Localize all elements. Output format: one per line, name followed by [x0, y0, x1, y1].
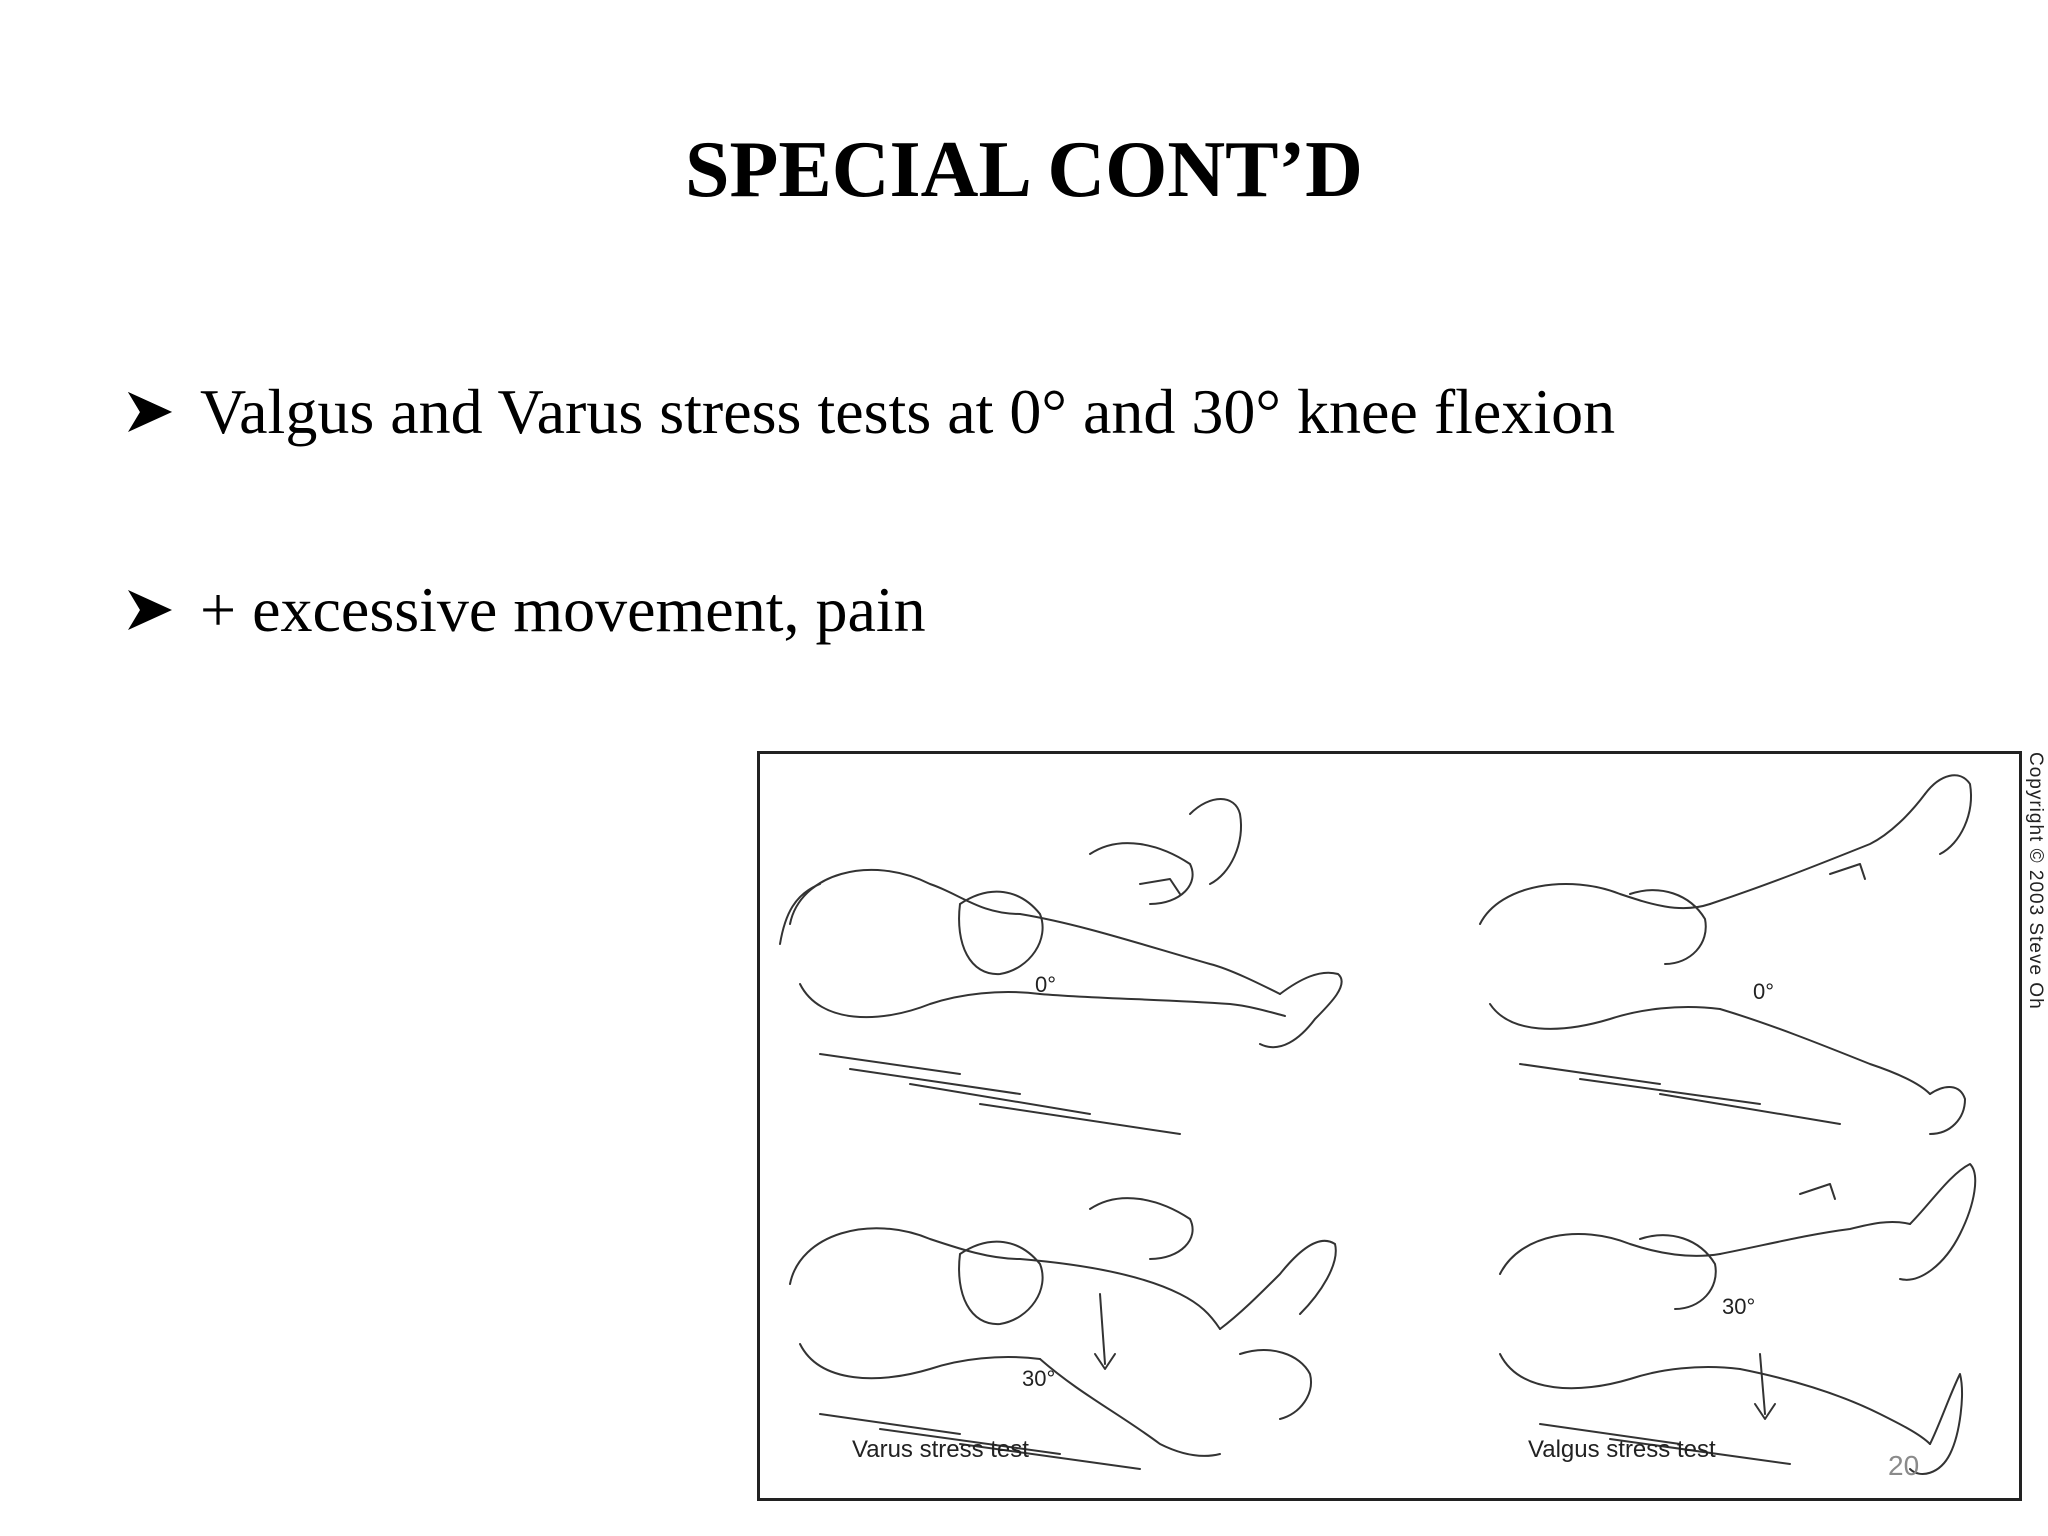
valgus-caption: Valgus stress test — [1528, 1436, 1716, 1463]
knee-stress-test-illustration: 0° 0° 30° 30° Varus stress test Valgus s… — [757, 751, 2022, 1501]
slide-title: SPECIAL CONT’D — [685, 126, 1363, 214]
varus-30-drawing — [789, 1197, 1337, 1470]
arrowhead-bullet-icon — [128, 392, 172, 433]
angle-label: 0° — [1035, 972, 1057, 997]
varus-caption: Varus stress test — [852, 1436, 1029, 1463]
knee-drawings — [779, 774, 1977, 1475]
page-number: 20 — [1888, 1450, 1920, 1481]
angle-label: 30° — [1022, 1366, 1056, 1391]
bullet-text: + excessive movement, pain — [200, 574, 926, 645]
arrowhead-bullet-icon — [128, 590, 172, 631]
copyright-text: Copyright © 2003 Steve Oh — [2025, 752, 2046, 1010]
varus-0-drawing — [779, 798, 1343, 1135]
angle-label: 0° — [1753, 979, 1775, 1004]
bullet-item: Valgus and Varus stress tests at 0° and … — [126, 372, 1615, 452]
angle-label: 30° — [1722, 1294, 1756, 1319]
valgus-0-drawing — [1479, 774, 1972, 1135]
bullet-item: + excessive movement, pain — [126, 570, 926, 650]
valgus-30-drawing — [1499, 1163, 1977, 1475]
bullet-text: Valgus and Varus stress tests at 0° and … — [200, 376, 1616, 447]
